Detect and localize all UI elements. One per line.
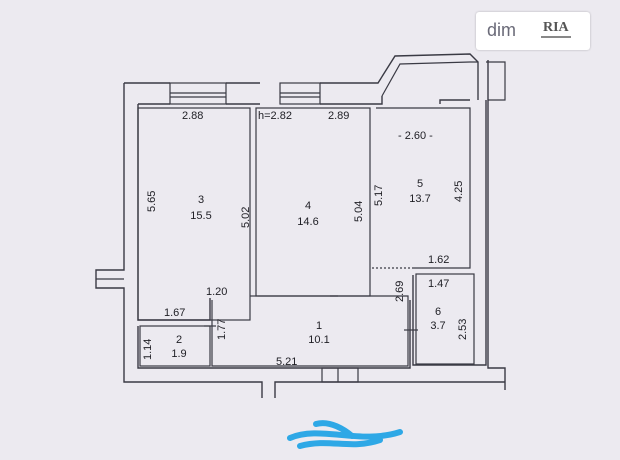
room-3-outline xyxy=(137,107,251,321)
room-1-number: 1 xyxy=(315,320,323,332)
room-3-area: 15.5 xyxy=(190,210,212,222)
room-3-number: 3 xyxy=(197,194,205,206)
room-5-area: 13.7 xyxy=(409,193,431,205)
room-4-number: 4 xyxy=(304,200,312,212)
room-6-number: 6 xyxy=(434,306,442,318)
dim-label: 1.14 xyxy=(142,338,154,360)
dim-label: 5.04 xyxy=(353,200,365,222)
dim-label: 5.02 xyxy=(240,206,252,228)
room-4-area: 14.6 xyxy=(297,216,319,228)
scribble xyxy=(287,420,403,449)
dim-label: 2.53 xyxy=(457,318,469,340)
dim-label: 5.65 xyxy=(146,190,158,212)
dim-label: 1.77 xyxy=(216,318,228,340)
room-2-number: 2 xyxy=(175,334,183,346)
dim-label: 1.67 xyxy=(164,307,186,319)
dim-label: 4.25 xyxy=(453,180,465,202)
room-5-number: 5 xyxy=(416,178,424,190)
room-5-outline xyxy=(376,107,471,269)
room-2-outline xyxy=(139,325,211,367)
watermark-ria: RIA xyxy=(541,20,571,38)
watermark-brand: dim xyxy=(487,20,517,40)
room-2-area: 1.9 xyxy=(171,348,187,360)
room-1-outline xyxy=(211,295,409,367)
room-1-area: 10.1 xyxy=(308,334,330,346)
dim-label: 2.89 xyxy=(328,110,350,122)
dim-label: 1.47 xyxy=(428,278,450,290)
dim-label: 1.20 xyxy=(206,286,228,298)
dim-label: 1.62 xyxy=(428,254,450,266)
ceiling-height: h=2.82 xyxy=(258,110,292,122)
watermark-logo: dim RIA xyxy=(476,12,590,50)
dim-label: 2.69 xyxy=(394,280,406,302)
balcony xyxy=(381,61,506,101)
window-bottom xyxy=(321,367,359,383)
dim-label: 5.17 xyxy=(373,184,385,206)
dim-label: 2.88 xyxy=(182,110,204,122)
dim-label: 5.21 xyxy=(276,356,298,368)
room-6-area: 3.7 xyxy=(430,320,446,332)
room-6-outline xyxy=(415,273,475,365)
outer-wall xyxy=(95,53,506,398)
dim-label: - 2.60 - xyxy=(398,130,433,142)
